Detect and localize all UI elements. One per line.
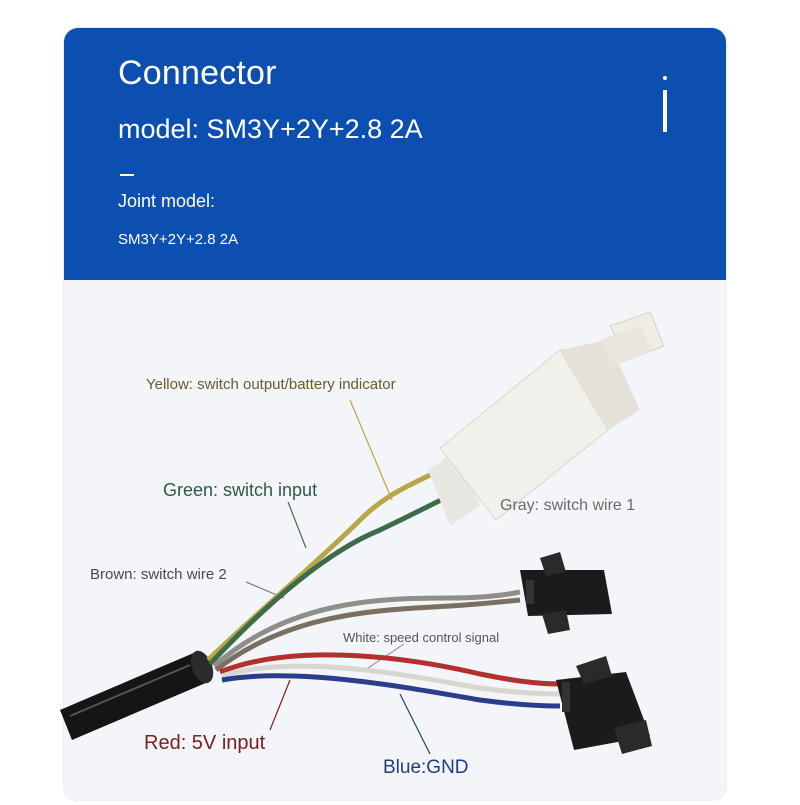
wiring-diagram: Yellow: switch output/battery indicator … bbox=[0, 280, 800, 800]
wire-red bbox=[219, 652, 561, 687]
label-gray-wire: Gray: switch wire 1 bbox=[500, 497, 636, 514]
pointer-blue bbox=[399, 693, 431, 755]
label-yellow-wire: Yellow: switch output/battery indicator bbox=[146, 376, 396, 393]
wire-gray bbox=[212, 589, 521, 668]
label-brown-wire: Brown: switch wire 2 bbox=[90, 566, 227, 583]
page-title: Connector bbox=[118, 54, 277, 92]
label-red-wire: Red: 5V input bbox=[144, 732, 266, 754]
label-green-wire: Green: switch input bbox=[163, 480, 318, 500]
info-icon[interactable] bbox=[660, 76, 670, 136]
wiring-illustration bbox=[60, 311, 665, 755]
cable-jacket bbox=[60, 650, 214, 740]
wire-white bbox=[221, 663, 561, 697]
joint-model-label: Joint model: bbox=[118, 191, 216, 211]
label-white-wire: White: speed control signal bbox=[343, 630, 500, 645]
info-icon-bar bbox=[663, 90, 667, 132]
black-connector-lower bbox=[556, 656, 652, 754]
pointer-yellow bbox=[349, 399, 393, 501]
white-connector bbox=[428, 311, 665, 526]
wire-brown bbox=[214, 597, 521, 672]
wire-blue bbox=[221, 673, 561, 709]
info-icon-dot bbox=[663, 76, 667, 80]
joint-model-value: SM3Y+2Y+2.8 2A bbox=[118, 231, 239, 248]
black-connector-upper bbox=[520, 552, 612, 634]
header-banner: Connector model: SM3Y+2Y+2.8 2A Joint mo… bbox=[64, 28, 726, 280]
wire-green bbox=[208, 495, 447, 666]
model-text: model: SM3Y+2Y+2.8 2A bbox=[118, 114, 423, 144]
label-blue-wire: Blue:GND bbox=[383, 757, 469, 778]
pointer-green bbox=[287, 501, 307, 549]
pointer-red bbox=[269, 679, 291, 731]
divider-dash bbox=[120, 174, 134, 176]
